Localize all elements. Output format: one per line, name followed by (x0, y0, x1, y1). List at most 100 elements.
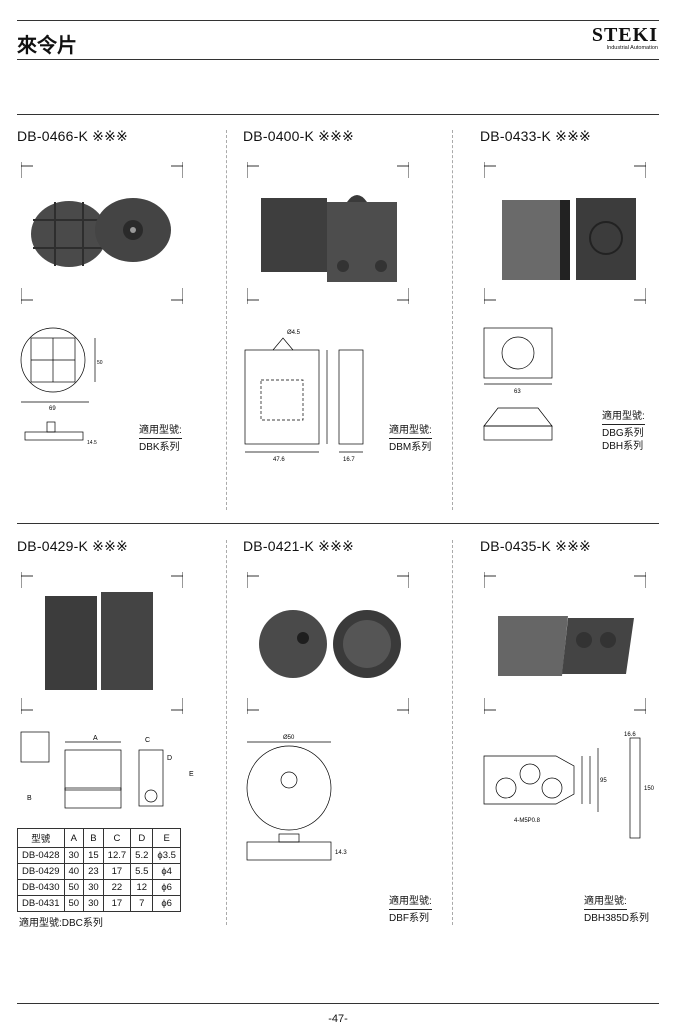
product-photo (484, 162, 646, 304)
table-header: E (152, 828, 181, 848)
product-card-db0433: DB-0433-K ※※※ 63 適用型號: DBG系列 DBH系列 (480, 128, 676, 498)
dim-label: 47.6 (273, 457, 285, 463)
table-header: A (63, 828, 85, 848)
applicable-models: 適用型號: DBM系列 (389, 424, 432, 454)
table-cell: 50 (63, 879, 85, 896)
table-cell: 12.7 (102, 847, 132, 864)
dim-label: 4-M5P0.8 (514, 818, 541, 824)
table-header-row: 型號 A B C D E (17, 828, 181, 848)
dim-label: 16.7 (343, 457, 355, 463)
models-label: 適用型號: (389, 895, 432, 910)
dim-label: 14.5 (87, 440, 97, 446)
models-label: 適用型號: (139, 424, 182, 439)
product-code: DB-0400-K ※※※ (243, 128, 354, 144)
page-title: 來令片 (17, 35, 77, 57)
dim-label: C (145, 737, 150, 744)
model-series: DBG系列 (602, 428, 644, 439)
product-code: DB-0429-K ※※※ (17, 538, 128, 554)
dim-label: 95 (600, 778, 607, 784)
brand-logo: STEKI Industrial Automation (592, 24, 658, 51)
dim-label: 16.6 (624, 732, 636, 738)
model-series: DBM系列 (389, 442, 432, 453)
table-cell: 23 (83, 863, 104, 880)
models-label: 適用型號: (389, 424, 432, 439)
dim-label: 63 (514, 389, 521, 395)
brand-tagline: Industrial Automation (606, 45, 658, 51)
table-cell: DB-0430 (17, 879, 65, 896)
table-cell: DB-0428 (17, 847, 65, 864)
column-divider (226, 130, 227, 510)
product-card-db0429: DB-0429-K ※※※ A B C D E 適用型號:DBC系列 (17, 538, 237, 929)
section-rule-2 (17, 523, 659, 524)
header-top-rule (17, 20, 659, 21)
dim-label: A (93, 735, 98, 742)
column-divider (452, 130, 453, 510)
dim-label: 69 (49, 406, 56, 412)
table-cell: 12 (130, 879, 154, 896)
applicable-models: 適用型號: DBH385D系列 (584, 895, 649, 925)
models-label: 適用型號: (602, 410, 645, 425)
section-rule-1 (17, 114, 659, 115)
table-header: C (102, 828, 132, 848)
product-card-db0466: DB-0466-K ※※※ 69 50 14.5 適用型號: DBK系列 (17, 128, 237, 498)
table-header: D (130, 828, 154, 848)
dim-label: E (189, 771, 194, 778)
dim-label: 14.3 (335, 850, 347, 856)
product-card-db0435: DB-0435-K ※※※ 16.6 95 150 4-M5P0.8 適用型號:… (480, 538, 676, 924)
product-photo (21, 572, 183, 714)
table-header: B (83, 828, 104, 848)
dim-label: 50 (97, 360, 103, 366)
models-label: 適用型號: (584, 895, 627, 910)
technical-drawing: 63 (483, 327, 553, 441)
column-divider (226, 540, 227, 925)
table-cell: ϕ6 (152, 895, 181, 912)
column-divider (452, 540, 453, 925)
product-photo (247, 572, 409, 714)
product-code: DB-0466-K ※※※ (17, 128, 128, 144)
table-cell: 5.2 (130, 847, 154, 864)
dim-label: Ø4.5 (287, 330, 301, 336)
technical-drawing: A B C D E (20, 731, 194, 809)
table-cell: DB-0429 (17, 863, 65, 880)
table-cell: 15 (83, 847, 104, 864)
table-cell: DB-0431 (17, 895, 65, 912)
applicable-models: 適用型號: DBK系列 (139, 424, 182, 454)
table-cell: 22 (102, 879, 132, 896)
table-cell: ϕ4 (152, 863, 181, 880)
table-cell: 30 (83, 895, 104, 912)
dim-label: 150 (644, 786, 655, 792)
table-cell: 5.5 (130, 863, 154, 880)
table-cell: ϕ6 (152, 879, 181, 896)
table-cell: 30 (83, 879, 104, 896)
applicable-models-inline: 適用型號:DBC系列 (19, 918, 103, 929)
table-cell: ϕ3.5 (152, 847, 181, 864)
table-cell: 50 (63, 895, 85, 912)
technical-drawing: Ø4.5 47.6 16.7 (244, 330, 364, 463)
product-code: DB-0433-K ※※※ (480, 128, 591, 144)
table-header: 型號 (17, 828, 65, 848)
table-cell: 17 (102, 863, 132, 880)
page-number: -47- (328, 1013, 348, 1025)
footer-rule (17, 1003, 659, 1004)
table-cell: 30 (63, 847, 85, 864)
product-photo (484, 572, 646, 714)
model-series: DBF系列 (389, 913, 429, 924)
dim-label: Ø50 (283, 735, 295, 741)
product-card-db0421: DB-0421-K ※※※ Ø50 14.3 適用型號: DBF系列 (243, 538, 463, 924)
applicable-models: 適用型號: DBF系列 (389, 895, 432, 925)
product-code: DB-0435-K ※※※ (480, 538, 591, 554)
model-series: DBK系列 (139, 442, 180, 453)
table-cell: 17 (102, 895, 132, 912)
table-cell: 7 (130, 895, 154, 912)
dim-label: D (167, 755, 172, 762)
dim-label: B (27, 795, 32, 802)
technical-drawing: 16.6 95 150 4-M5P0.8 (483, 732, 655, 839)
model-series: DBH系列 (602, 441, 644, 452)
product-photo (247, 162, 409, 304)
table-cell: 40 (63, 863, 85, 880)
